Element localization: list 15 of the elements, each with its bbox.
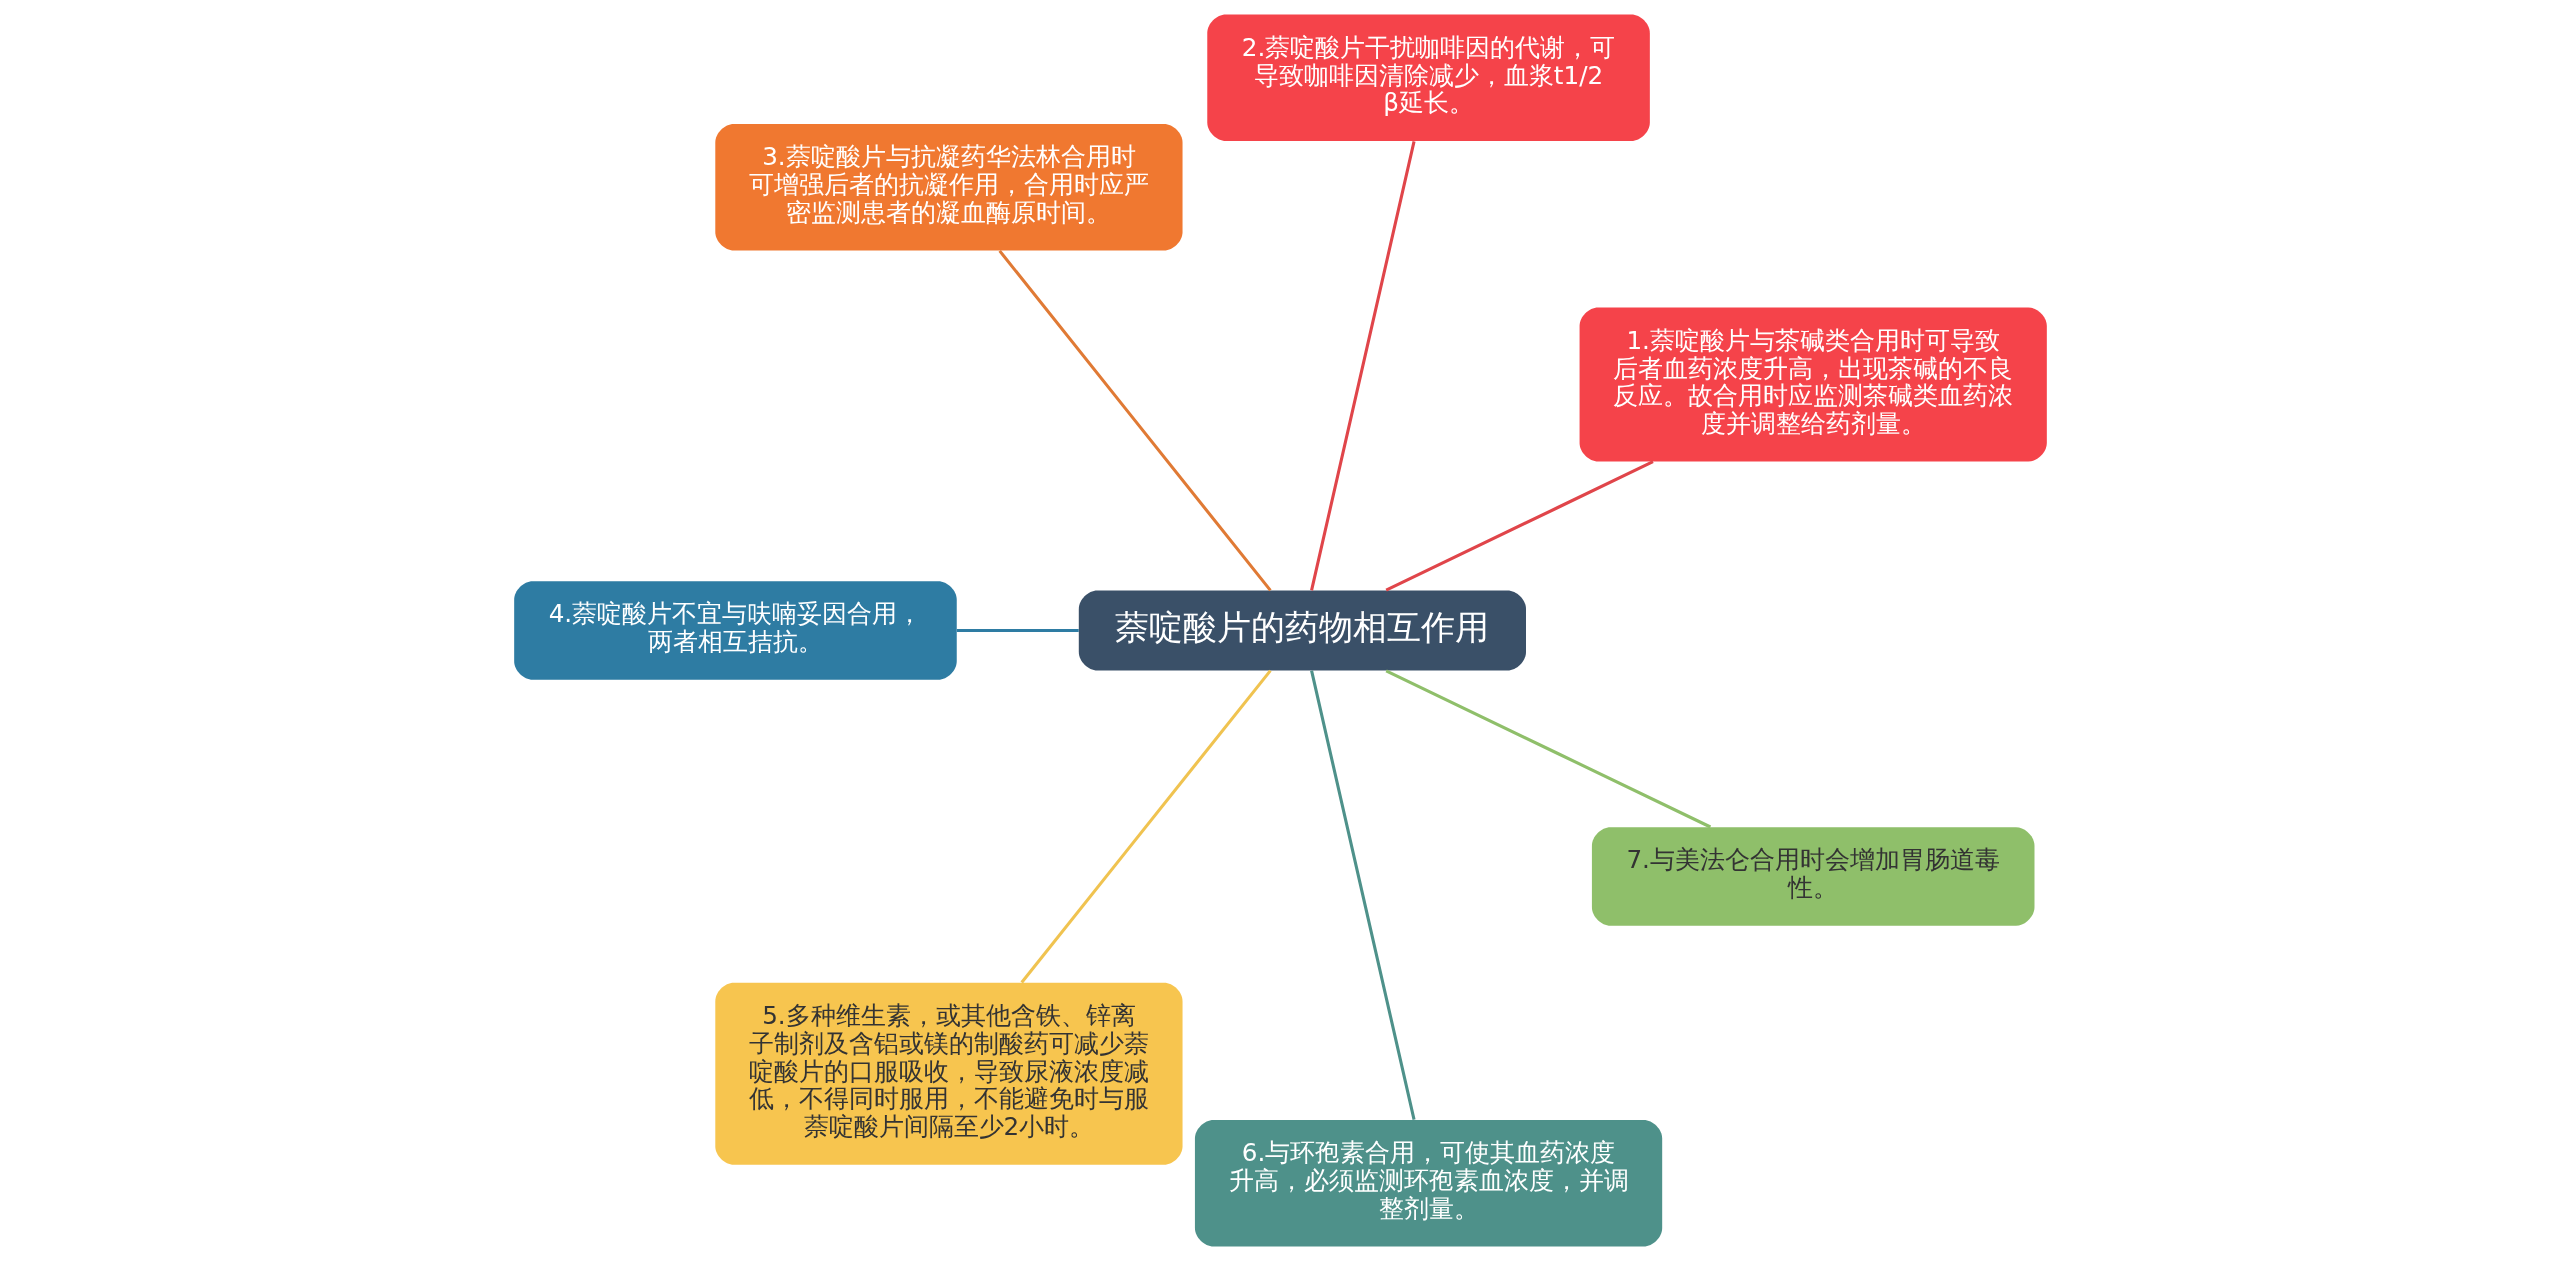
connector [1309, 670, 1416, 1121]
connector [956, 628, 1079, 633]
node-box: 萘啶酸片的药物相互作用 [1078, 590, 1526, 671]
connector [1385, 669, 1711, 829]
node-box: 1.萘啶酸片与茶碱类合用时可导致后者血药浓度升高，出现茶碱的不良反应。故合用时应监测茶碱类血药浓度并调整给药剂量。 [1579, 307, 2047, 462]
connector [1385, 460, 1654, 592]
connector [1020, 669, 1272, 984]
connector [1309, 140, 1416, 591]
connector [998, 249, 1272, 592]
node-box: 4.萘啶酸片不宜与呋喃妥因合用，两者相互拮抗。 [513, 581, 957, 680]
node-box: 7.与美法仑合用时会增加胃肠道毒性。 [1591, 827, 2034, 926]
node-box: 5.多种维生素，或其他含铁、锌离子制剂及含铝或镁的制酸药可减少萘啶酸片的口服吸收，导致尿液浓度减低，不得同时服用，不能避免时与服萘啶酸片间隔至少2小时。 [714, 982, 1183, 1165]
node-box: 2.萘啶酸片干扰咖啡因的代谢，可导致咖啡因清除减少，血浆t1/2β延长。 [1206, 14, 1650, 141]
node-box: 6.与环孢素合用，可使其血药浓度升高，必须监测环孢素血浓度，并调整剂量。 [1194, 1120, 1662, 1247]
node-box: 3.萘啶酸片与抗凝药华法林合用时可增强后者的抗凝作用，合用时应严密监测患者的凝血酶原时间。 [714, 124, 1183, 251]
